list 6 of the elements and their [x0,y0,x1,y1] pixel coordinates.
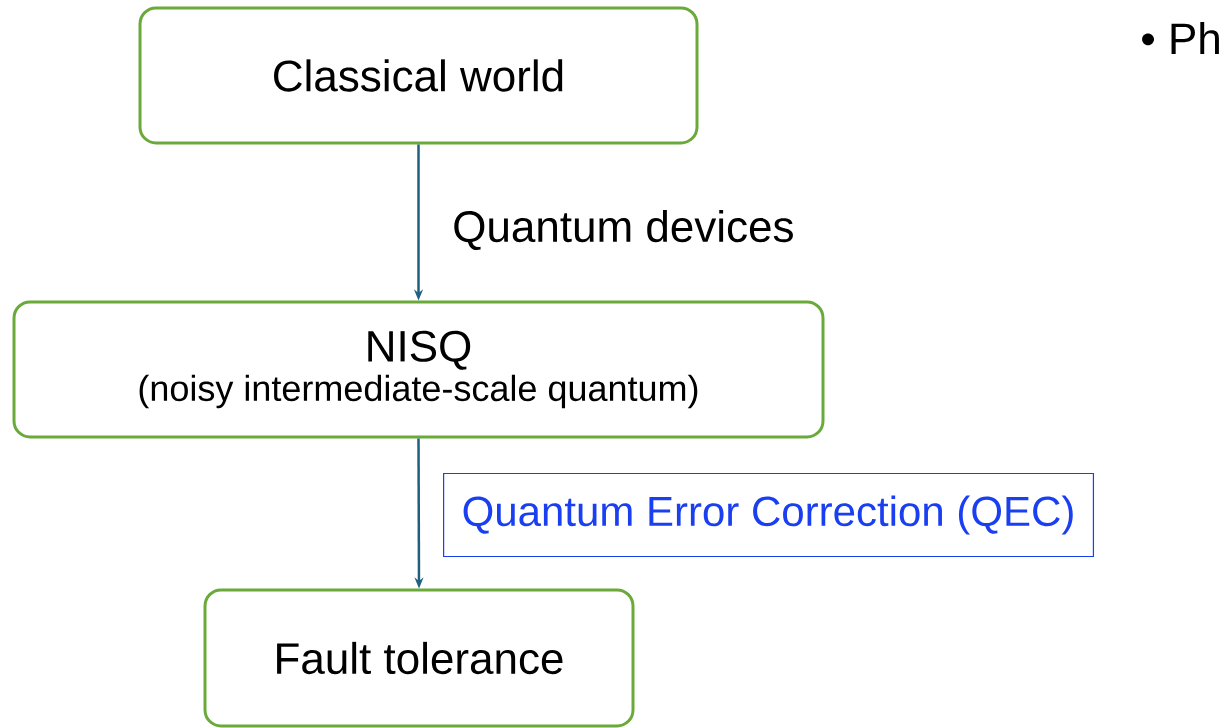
process-box: Classical world [138,6,699,145]
edge-label: Quantum devices [450,207,797,253]
bullet-text: • Ph [1142,22,1219,54]
edge-label: Quantum Error Correction (QEC) [443,472,1094,558]
process-box: NISQ (noisy intermediate-scale quantum) [12,300,825,439]
process-box: Fault tolerance [203,588,635,728]
